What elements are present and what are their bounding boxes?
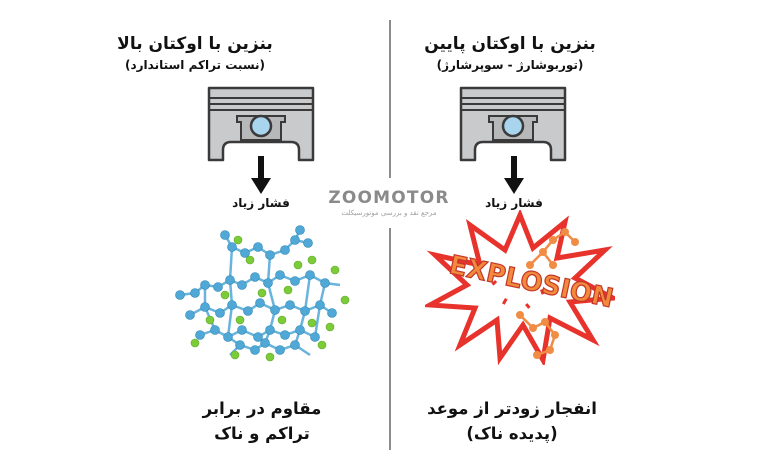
low-octane-panel: بنزین با اوکتان پایین (توربوشارژ - سوپرش…: [390, 0, 780, 470]
caption-line-2: (پدیده ناک): [466, 424, 558, 443]
caption-line-1: انفجار زودتر از موعد: [427, 399, 597, 418]
watermark-logo: ZOOMOTOR مرجع نقد و بررسی موتورسیکلت: [318, 188, 460, 217]
caption-line-2: تراکم و ناک: [214, 424, 310, 443]
piston-icon: [459, 86, 567, 162]
panel-caption: مقاوم در برابر تراکم و ناک: [162, 396, 362, 446]
pressure-label: فشار زیاد: [232, 196, 290, 210]
logo-brand: ZOOMOTOR: [328, 188, 450, 208]
panel-title: بنزین با اوکتان بالا: [117, 34, 273, 54]
piston-icon: [207, 86, 315, 162]
pressure-label: فشار زیاد: [485, 196, 543, 210]
panel-subtitle: (توربوشارژ - سوپرشارژ): [436, 58, 584, 72]
panel-subtitle: (نسبت تراکم استاندارد): [124, 58, 266, 72]
center-divider: [389, 20, 391, 178]
logo-tagline: مرجع نقد و بررسی موتورسیکلت: [341, 209, 437, 217]
center-divider-lower: [389, 228, 391, 450]
arrow-down-icon: [504, 156, 524, 194]
explosion-illustration: EXPLOSION: [425, 210, 615, 365]
high-octane-panel: بنزین با اوکتان بالا (نسبت تراکم استاندا…: [117, 34, 362, 446]
panel-title: بنزین با اوکتان پایین: [424, 34, 596, 54]
panel-caption: انفجار زودتر از موعد (پدیده ناک): [412, 396, 612, 446]
stable-molecule-illustration: [175, 225, 350, 362]
caption-line-1: مقاوم در برابر: [202, 399, 322, 418]
arrow-down-icon: [251, 156, 271, 194]
